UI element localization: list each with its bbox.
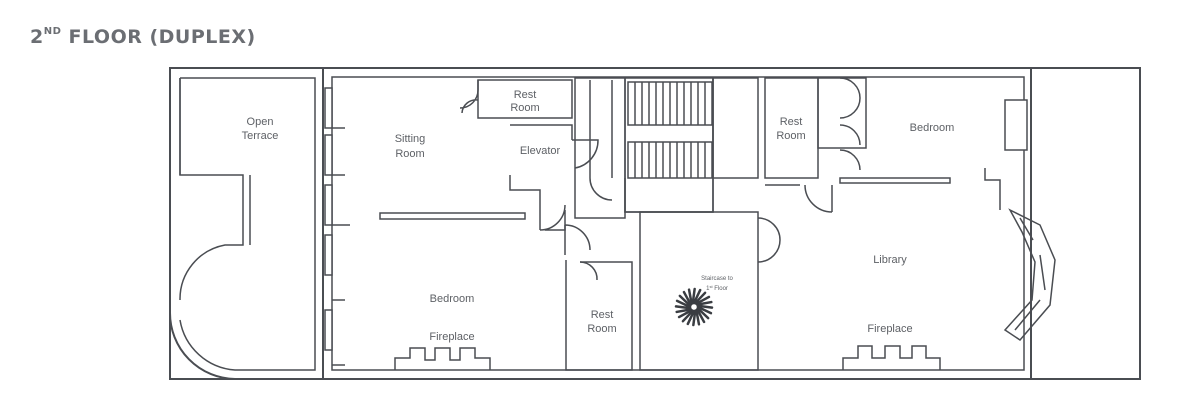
label-fireplace-left: Fireplace [429,331,474,343]
spiral-staircase [674,287,714,327]
fireplace-left-shape [394,347,491,370]
label-elevator: Elevator [520,145,561,157]
windows-left [324,87,350,366]
spiral-step [693,291,707,305]
central-partitions [564,77,781,371]
spiral-step [692,288,702,305]
spiral-step [695,308,706,324]
stairs [627,81,713,179]
left-partitions [379,77,714,231]
label-library: Library [873,254,907,266]
right-partitions [764,77,1028,213]
spiral-step [695,300,713,306]
fireplace-right-shape [842,345,941,370]
spiral-step [686,309,696,326]
bay-window [1003,208,1056,341]
spiral-step [695,295,711,306]
open-terrace [169,68,316,380]
spiral-step [696,306,710,320]
spiral-step [681,309,695,323]
spiral-step [674,305,692,310]
spiral-step [687,288,693,306]
spiral-step [675,308,693,314]
page-title: 2ND FLOOR (DUPLEX) [30,25,256,48]
spiral-step [696,304,714,309]
spiral-step [675,299,692,309]
label-bedroom-left: Bedroom [430,293,475,305]
spiral-step [696,305,713,315]
spiral-step [677,308,693,319]
spiral-step [682,290,693,306]
spiral-step [692,309,697,327]
label-bedroom-right: Bedroom [910,122,955,134]
spiral-step [691,287,696,305]
label-fireplace-right: Fireplace [867,323,912,335]
spiral-step [695,308,701,326]
spiral-step [678,294,692,308]
